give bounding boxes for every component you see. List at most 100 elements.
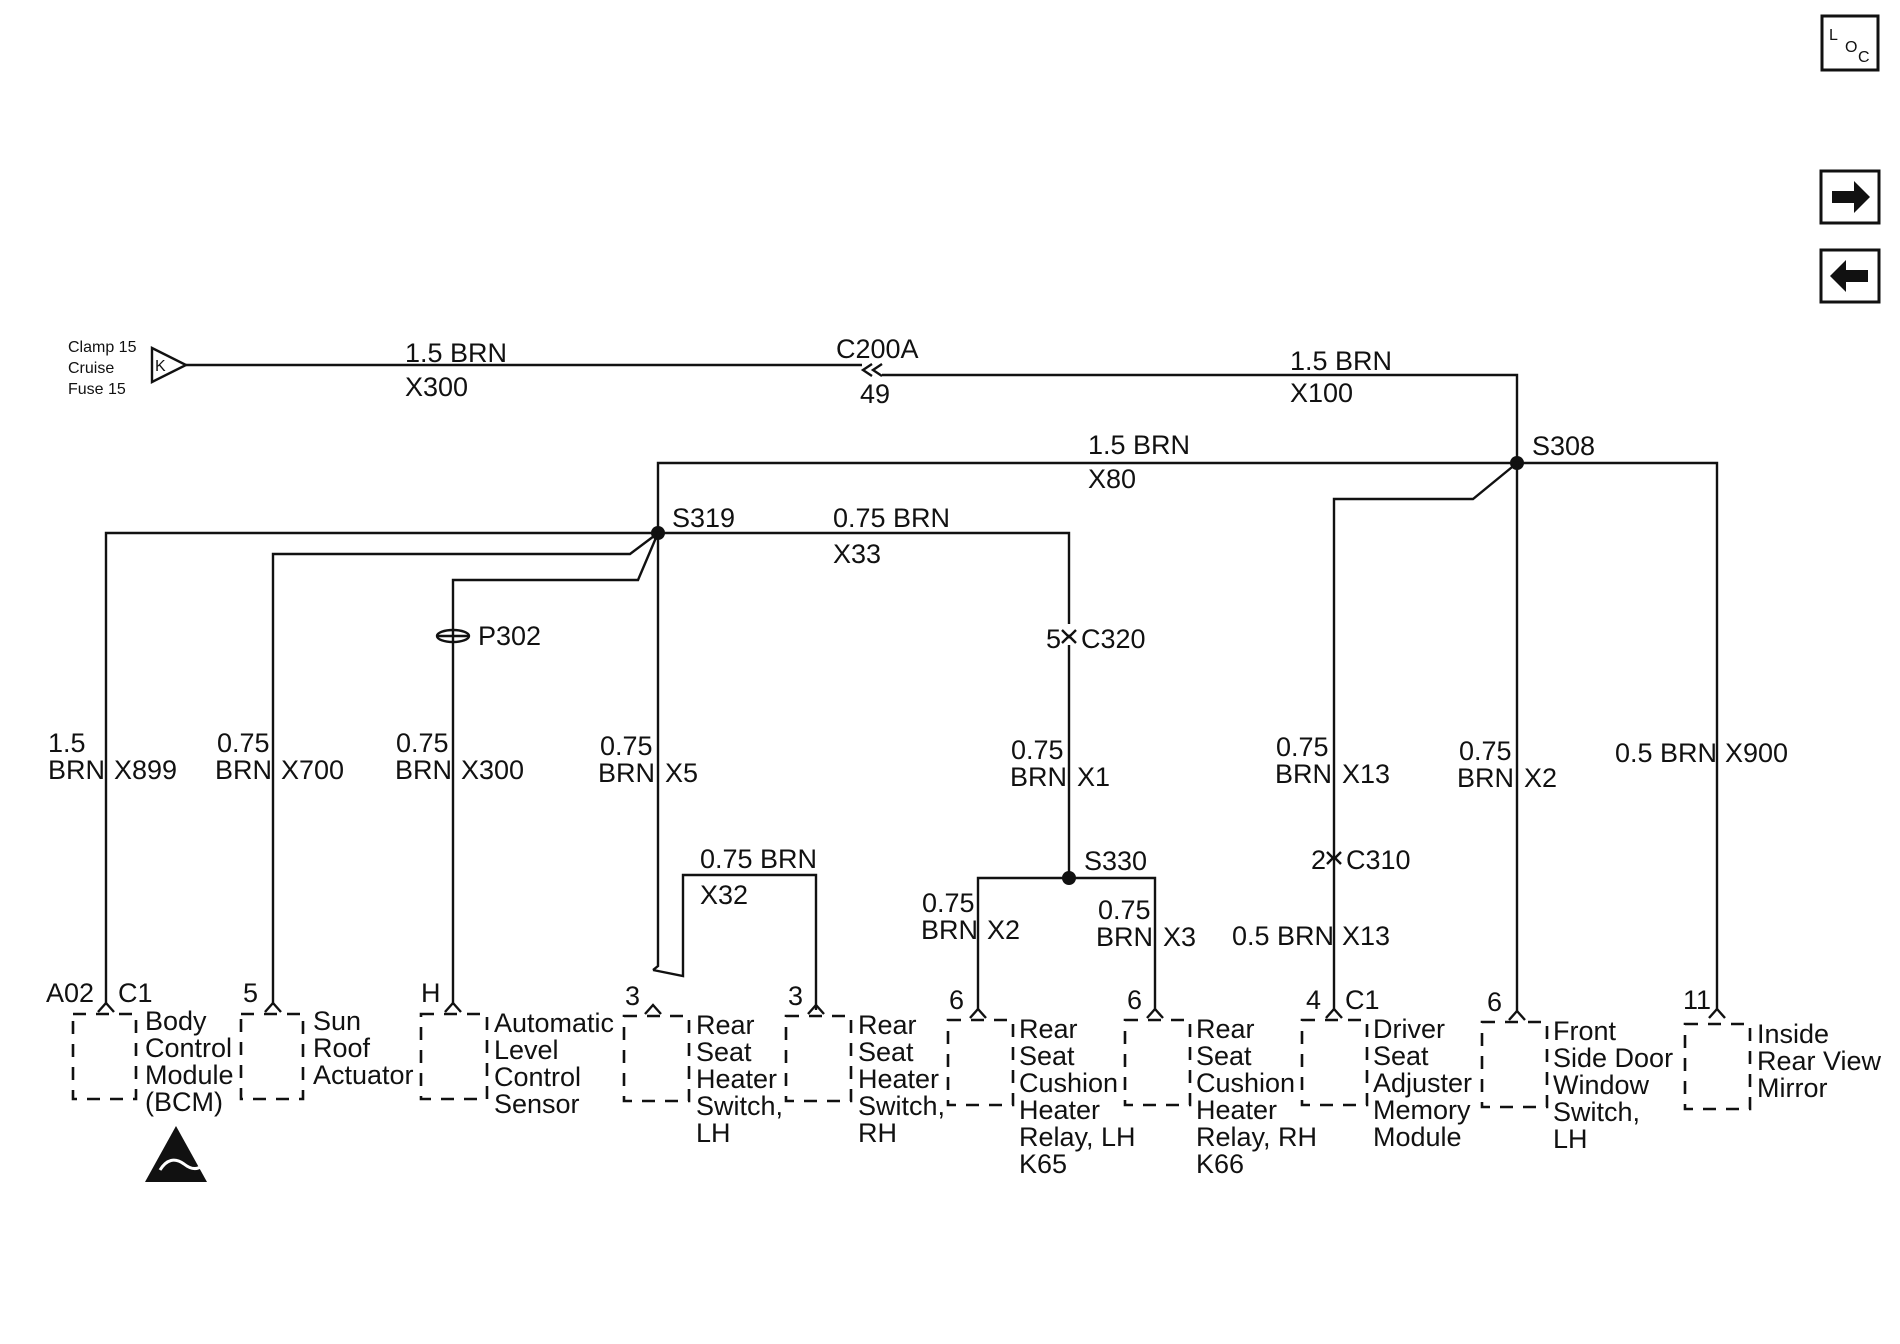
- svg-text:C1: C1: [118, 978, 153, 1008]
- svg-text:Switch,: Switch,: [696, 1091, 783, 1121]
- wire-x80-size: 1.5 BRN: [1088, 430, 1190, 460]
- svg-text:Body: Body: [145, 1006, 207, 1036]
- svg-text:Relay, LH: Relay, LH: [1019, 1122, 1136, 1152]
- svg-text:0.75: 0.75: [922, 888, 975, 918]
- svg-text:Mirror: Mirror: [1757, 1073, 1827, 1103]
- svg-text:Heater: Heater: [1019, 1095, 1100, 1125]
- svg-text:0.75: 0.75: [1276, 732, 1329, 762]
- svg-text:0.75: 0.75: [217, 728, 270, 758]
- label-x700: 0.75 BRN X700: [215, 728, 344, 785]
- svg-text:0.75: 0.75: [396, 728, 449, 758]
- svg-text:BRN: BRN: [921, 915, 978, 945]
- svg-text:H: H: [421, 978, 441, 1008]
- svg-text:X900: X900: [1725, 738, 1788, 768]
- svg-text:5: 5: [1046, 624, 1061, 654]
- wire-x80: [656, 461, 1517, 533]
- svg-text:X700: X700: [281, 755, 344, 785]
- svg-text:Cushion: Cushion: [1196, 1068, 1295, 1098]
- svg-text:Heater: Heater: [1196, 1095, 1277, 1125]
- svg-text:C200A: C200A: [836, 334, 919, 364]
- splice-s319-label: S319: [672, 503, 735, 533]
- svg-text:Rear View: Rear View: [1757, 1046, 1882, 1076]
- svg-text:2: 2: [1311, 845, 1326, 875]
- svg-text:4: 4: [1306, 985, 1321, 1015]
- label-x1: 0.75 BRN X1: [1010, 735, 1110, 792]
- svg-text:BRN: BRN: [48, 755, 105, 785]
- svg-text:Heater: Heater: [696, 1064, 777, 1094]
- svg-text:X13: X13: [1342, 921, 1390, 951]
- svg-text:Actuator: Actuator: [313, 1060, 414, 1090]
- wire-x32-circuit: X32: [700, 880, 748, 910]
- loc-button[interactable]: L O C: [1820, 14, 1880, 72]
- svg-text:Fuse 15: Fuse 15: [68, 381, 126, 398]
- svg-text:6: 6: [1487, 987, 1502, 1017]
- svg-text:X3: X3: [1163, 922, 1196, 952]
- svg-text:Relay, RH: Relay, RH: [1196, 1122, 1317, 1152]
- svg-text:Rear: Rear: [1196, 1014, 1255, 1044]
- wire-x100-circuit: X100: [1290, 378, 1353, 408]
- svg-text:0.75: 0.75: [1459, 736, 1512, 766]
- splice-s330-label: S330: [1084, 846, 1147, 876]
- svg-text:BRN: BRN: [1010, 762, 1067, 792]
- arrow-left-icon: [1830, 260, 1868, 292]
- source-terminal: K: [150, 346, 189, 384]
- svg-text:LH: LH: [696, 1118, 731, 1148]
- next-page-button[interactable]: [1819, 169, 1881, 225]
- component-rear-seat-cushion-heater-relay-rh: 6 Rear Seat Cushion Heater Relay, RH K66: [1123, 985, 1317, 1179]
- wire-x300-size: 1.5 BRN: [405, 338, 507, 368]
- svg-text:P302: P302: [478, 621, 541, 651]
- wire-x300-branch: [451, 532, 660, 1005]
- svg-text:X2: X2: [987, 915, 1020, 945]
- svg-text:X13: X13: [1342, 759, 1390, 789]
- svg-text:BRN: BRN: [215, 755, 272, 785]
- svg-text:Control: Control: [145, 1033, 232, 1063]
- component-driver-seat-adjuster-memory-module: 4 C1 Driver Seat Adjuster Memory Module: [1300, 985, 1472, 1152]
- component-sun-roof-actuator: 5 Sun Roof Actuator: [239, 978, 414, 1101]
- splice-s308-label: S308: [1532, 431, 1595, 461]
- source-label: Clamp 15 Cruise Fuse 15: [68, 339, 137, 398]
- svg-text:Side Door: Side Door: [1553, 1043, 1673, 1073]
- svg-text:Clamp 15: Clamp 15: [68, 339, 137, 356]
- svg-text:Switch,: Switch,: [858, 1091, 945, 1121]
- component-inside-rear-view-mirror: 11 Inside Rear View Mirror: [1683, 985, 1882, 1111]
- svg-text:3: 3: [625, 981, 640, 1011]
- component-front-side-door-window-switch-lh: 6 Front Side Door Window Switch, LH: [1480, 987, 1673, 1154]
- label-x5: 0.75 BRN X5: [598, 731, 698, 788]
- svg-text:Rear: Rear: [858, 1010, 917, 1040]
- previous-page-button[interactable]: [1819, 248, 1881, 304]
- svg-text:Control: Control: [494, 1062, 581, 1092]
- svg-text:X5: X5: [665, 758, 698, 788]
- svg-text:3: 3: [788, 981, 803, 1011]
- svg-text:K66: K66: [1196, 1149, 1244, 1179]
- svg-text:K: K: [155, 358, 166, 375]
- svg-text:Module: Module: [145, 1060, 234, 1090]
- wire-x13: [1332, 462, 1518, 1010]
- svg-text:49: 49: [860, 379, 890, 409]
- connector-c200a: C200A 49: [836, 334, 919, 409]
- svg-text:C320: C320: [1081, 624, 1146, 654]
- arrow-right-icon: [1832, 181, 1870, 213]
- label-x300-branch: 0.75 BRN X300: [395, 728, 524, 785]
- svg-text:Automatic: Automatic: [494, 1008, 614, 1038]
- svg-text:Level: Level: [494, 1035, 559, 1065]
- svg-text:K65: K65: [1019, 1149, 1067, 1179]
- label-x2-k65: 0.75 BRN X2: [921, 888, 1020, 945]
- svg-text:X300: X300: [461, 755, 524, 785]
- svg-text:Rear: Rear: [696, 1010, 755, 1040]
- wire-x100: [882, 373, 1519, 463]
- svg-text:Seat: Seat: [1196, 1041, 1252, 1071]
- svg-text:C: C: [1858, 49, 1870, 66]
- svg-text:Cruise: Cruise: [68, 360, 114, 377]
- svg-text:Sensor: Sensor: [494, 1089, 580, 1119]
- svg-text:Switch,: Switch,: [1553, 1097, 1640, 1127]
- component-bcm: A02 C1 Body Control Module (BCM): [46, 978, 234, 1182]
- svg-text:Front: Front: [1553, 1016, 1617, 1046]
- svg-text:BRN: BRN: [598, 758, 655, 788]
- svg-text:LH: LH: [1553, 1124, 1588, 1154]
- svg-text:Seat: Seat: [696, 1037, 752, 1067]
- svg-text:6: 6: [949, 985, 964, 1015]
- svg-text:Seat: Seat: [1019, 1041, 1075, 1071]
- component-rear-seat-heater-switch-lh: 3 Rear Seat Heater Switch, LH: [622, 981, 783, 1148]
- svg-text:0.75: 0.75: [600, 731, 653, 761]
